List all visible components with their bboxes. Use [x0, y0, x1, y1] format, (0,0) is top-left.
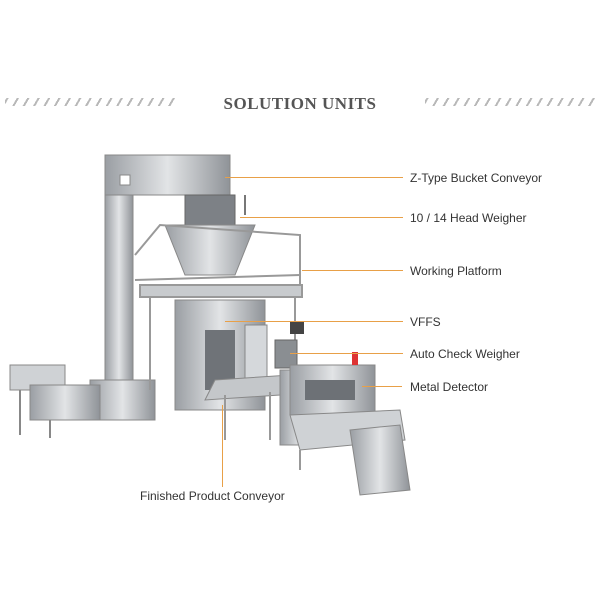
- leader-line-working-platform: [302, 270, 403, 271]
- header-hatch-left: [5, 98, 175, 106]
- leader-line-finished-conveyor: [222, 405, 223, 487]
- label-head-weigher: 10 / 14 Head Weigher: [410, 211, 527, 225]
- label-vffs: VFFS: [410, 315, 441, 329]
- leader-line-bucket-conveyor: [225, 177, 403, 178]
- label-bucket-conveyor: Z-Type Bucket Conveyor: [410, 171, 543, 185]
- label-check-weigher: Auto Check Weigher: [410, 347, 520, 361]
- bucket-conveyor: [9, 154, 231, 438]
- leader-line-check-weigher: [290, 353, 403, 354]
- label-working-platform: Working Platform: [410, 264, 502, 278]
- working-platform: [134, 223, 303, 390]
- leader-line-metal-detector: [362, 386, 402, 387]
- metal-detector: [289, 352, 411, 496]
- head-weigher: [164, 194, 256, 276]
- leader-line-vffs: [225, 321, 403, 322]
- leader-line-head-weigher: [240, 217, 403, 218]
- label-finished-conveyor: Finished Product Conveyor: [140, 489, 285, 503]
- page-title: SOLUTION UNITS: [223, 94, 377, 113]
- finished-conveyor: [204, 374, 291, 440]
- header-hatch-right: [425, 98, 595, 106]
- label-metal-detector: Metal Detector: [410, 380, 489, 394]
